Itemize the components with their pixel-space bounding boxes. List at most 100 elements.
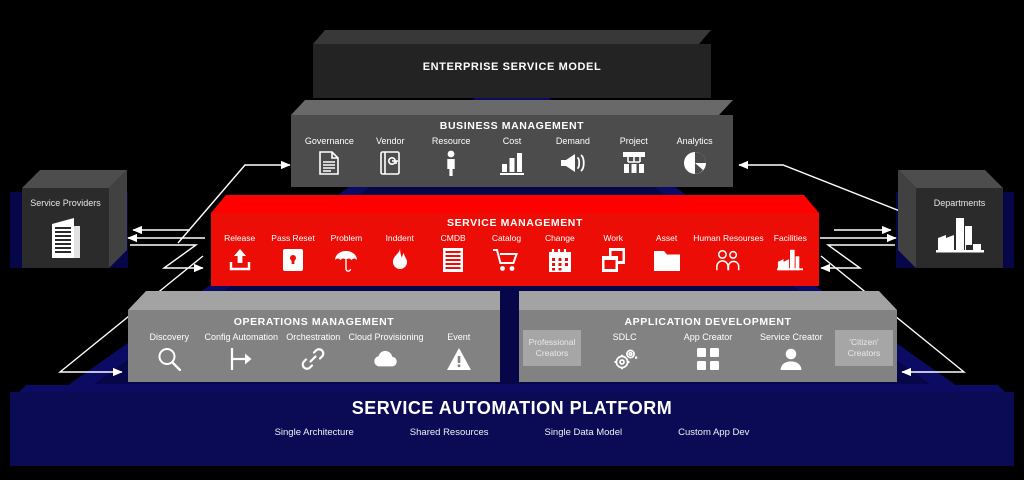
bm-item-vendor[interactable]: Vendor — [360, 136, 421, 176]
calendar-icon — [547, 247, 573, 273]
bm-front-face — [291, 115, 733, 187]
sm-item-asset[interactable]: Asset — [640, 233, 693, 273]
org-chart-icon — [621, 150, 647, 176]
om-item-config-automation[interactable]: Config Automation — [204, 332, 278, 372]
ad-item-sdlc[interactable]: SDLC — [583, 332, 666, 372]
providers-label: Service Providers — [30, 198, 101, 208]
sm-item-catalog[interactable]: Catalog — [480, 233, 533, 273]
sm-item-label: Release — [224, 233, 256, 243]
cloud-icon — [373, 346, 399, 372]
bm-item-label: Cost — [502, 136, 522, 146]
grid-squares-icon — [695, 346, 721, 372]
bm-item-project[interactable]: Project — [603, 136, 664, 176]
sm-item-facilities[interactable]: Facilities — [764, 233, 817, 273]
citizen-creators-tag[interactable]: 'Citizen' Creators — [833, 330, 895, 366]
branch-arrow-icon — [228, 346, 254, 372]
office-building-icon — [22, 216, 109, 258]
arrow-departments-to-service — [820, 244, 895, 273]
megaphone-icon — [560, 150, 586, 176]
platform-pillar: Custom App Dev — [678, 427, 750, 438]
ad-top-face — [519, 291, 897, 310]
platform-pillar: Single Architecture — [274, 427, 354, 438]
bm-item-label: Project — [619, 136, 648, 146]
base-platform-face — [10, 392, 1014, 466]
bar-chart-icon — [499, 150, 525, 176]
document-icon — [316, 150, 342, 176]
sm-item-label: Human Resourses — [693, 233, 764, 243]
gears-icon — [612, 346, 638, 372]
bm-item-analytics[interactable]: Analytics — [664, 136, 725, 176]
sm-item-change[interactable]: Change — [533, 233, 586, 273]
sm-item-label: Catalog — [491, 233, 522, 243]
service-management-block[interactable]: SERVICE MANAGEMENT Release Pass Reset Pr… — [211, 195, 819, 286]
pie-chart-icon — [682, 150, 708, 176]
om-item-discovery[interactable]: Discovery — [134, 332, 204, 372]
chain-link-icon — [300, 346, 326, 372]
sm-item-cmdb[interactable]: CMDB — [426, 233, 479, 273]
sm-title: SERVICE MANAGEMENT — [446, 217, 584, 229]
service-providers-cube[interactable]: Service Providers — [22, 170, 127, 275]
sm-item-work[interactable]: Work — [587, 233, 640, 273]
sm-item-incident[interactable]: Inddent — [373, 233, 426, 273]
sm-item-label: Inddent — [385, 233, 414, 243]
application-development-block[interactable]: APPLICATION DEVELOPMENT Professional Cre… — [519, 291, 897, 382]
platform-pillar: Single Data Model — [544, 427, 623, 438]
ad-front-face — [519, 310, 897, 382]
professional-creators-tag[interactable]: Professional Creators — [521, 330, 583, 366]
stacked-windows-icon — [600, 247, 626, 273]
flame-icon — [387, 247, 413, 273]
arrow-providers-to-business — [177, 160, 291, 244]
sm-item-label: Work — [603, 233, 624, 243]
ad-items: Professional Creators SDLC App Creator S… — [519, 330, 897, 372]
esm-title: ENTERPRISE SERVICE MODEL — [422, 61, 602, 73]
bm-top-face — [291, 100, 733, 115]
magnifier-icon — [156, 346, 182, 372]
factory-building-icon — [916, 216, 1003, 256]
citizen-creators-label: 'Citizen' Creators — [834, 330, 893, 366]
people-group-icon — [715, 247, 741, 273]
esm-front-face — [313, 44, 711, 98]
bm-item-governance[interactable]: Governance — [299, 136, 360, 176]
sm-item-label: Facilities — [773, 233, 807, 243]
om-item-cloud-provisioning[interactable]: Cloud Provisioning — [348, 332, 424, 372]
sm-item-pass-reset[interactable]: Pass Reset — [266, 233, 319, 273]
arrow-providers-to-service — [130, 244, 204, 273]
om-item-event[interactable]: Event — [424, 332, 494, 372]
user-icon — [778, 346, 804, 372]
sm-item-label: Pass Reset — [271, 233, 315, 243]
bm-item-label: Governance — [304, 136, 354, 146]
lock-icon — [280, 247, 306, 273]
ad-item-label: Service Creator — [760, 332, 823, 342]
om-item-orchestration[interactable]: Orchestration — [278, 332, 348, 372]
contract-book-icon — [377, 150, 403, 176]
sm-item-problem[interactable]: Problem — [320, 233, 373, 273]
enterprise-service-model-block[interactable]: ENTERPRISE SERVICE MODEL — [313, 30, 711, 98]
departments-label: Departments — [933, 198, 986, 208]
business-management-block[interactable]: BUSINESS MANAGEMENT Governance Vendor Re… — [291, 100, 733, 187]
bm-items: Governance Vendor Resource Cost — [291, 136, 733, 176]
departments-cube-shape — [898, 170, 1003, 268]
ad-item-label: App Creator — [683, 332, 733, 342]
ad-item-app-creator[interactable]: App Creator — [666, 332, 749, 372]
ad-title: APPLICATION DEVELOPMENT — [624, 316, 792, 328]
departments-cube[interactable]: Departments — [898, 170, 1003, 275]
bm-item-label: Analytics — [676, 136, 713, 146]
om-item-label: Event — [447, 332, 471, 342]
bm-item-demand[interactable]: Demand — [542, 136, 603, 176]
sm-top-face — [211, 195, 819, 213]
om-item-label: Config Automation — [204, 332, 279, 342]
umbrella-icon — [333, 247, 359, 273]
om-top-face — [128, 291, 500, 310]
om-items: Discovery Config Automation Orchestratio… — [128, 332, 500, 372]
sm-item-release[interactable]: Release — [213, 233, 266, 273]
bm-item-label: Demand — [555, 136, 590, 146]
bm-item-resource[interactable]: Resource — [421, 136, 482, 176]
ad-item-service-creator[interactable]: Service Creator — [750, 332, 833, 372]
om-item-label: Cloud Provisioning — [348, 332, 424, 342]
sm-item-label: CMDB — [440, 233, 466, 243]
sm-item-human-resources[interactable]: Human Resourses — [693, 233, 764, 273]
sm-item-label: Problem — [330, 233, 363, 243]
operations-management-block[interactable]: OPERATIONS MANAGEMENT Discovery Config A… — [128, 291, 500, 382]
bm-item-cost[interactable]: Cost — [482, 136, 543, 176]
